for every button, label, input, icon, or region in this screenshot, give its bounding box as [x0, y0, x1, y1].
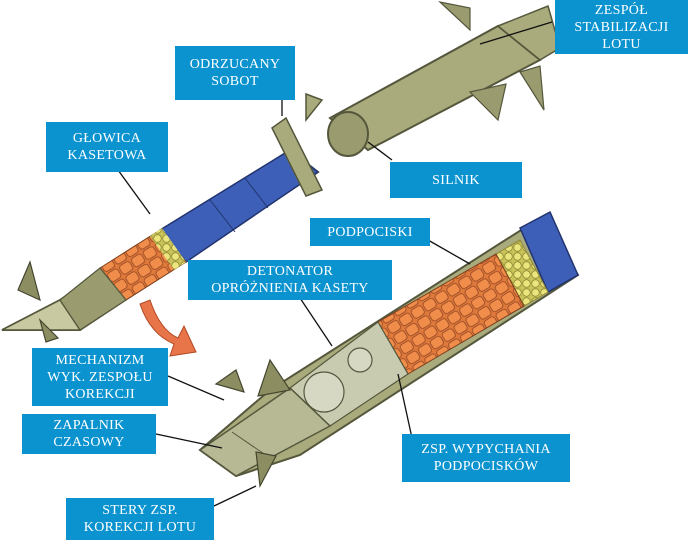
detail-arrow	[139, 299, 197, 357]
rear-section	[305, 0, 561, 157]
label-detonator: DETONATOR OPRÓŻNIENIA KASETY	[188, 260, 392, 300]
label-rudders: STERY ZSP. KOREKCJI LOTU	[66, 498, 214, 540]
label-submunitions: PODPOCISKI	[310, 218, 430, 246]
label-time-fuze: ZAPALNIK CZASOWY	[22, 414, 156, 454]
label-sabot: ODRZUCANY SOBOT	[175, 46, 295, 100]
lower-cutaway-projectile	[198, 210, 580, 488]
leader-lines	[117, 21, 553, 507]
upper-projectile	[1, 116, 324, 343]
label-ejection: ZSP. WYPYCHANIA PODPOCISKÓW	[402, 434, 570, 482]
label-correction-mechanism: MECHANIZM WYK. ZESPOŁU KOREKCJI	[32, 348, 168, 406]
label-stabilization: ZESPÓŁ STABILIZACJI LOTU	[555, 0, 688, 54]
label-engine: SILNIK	[390, 162, 522, 198]
label-warhead: GŁOWICA KASETOWA	[46, 122, 168, 172]
